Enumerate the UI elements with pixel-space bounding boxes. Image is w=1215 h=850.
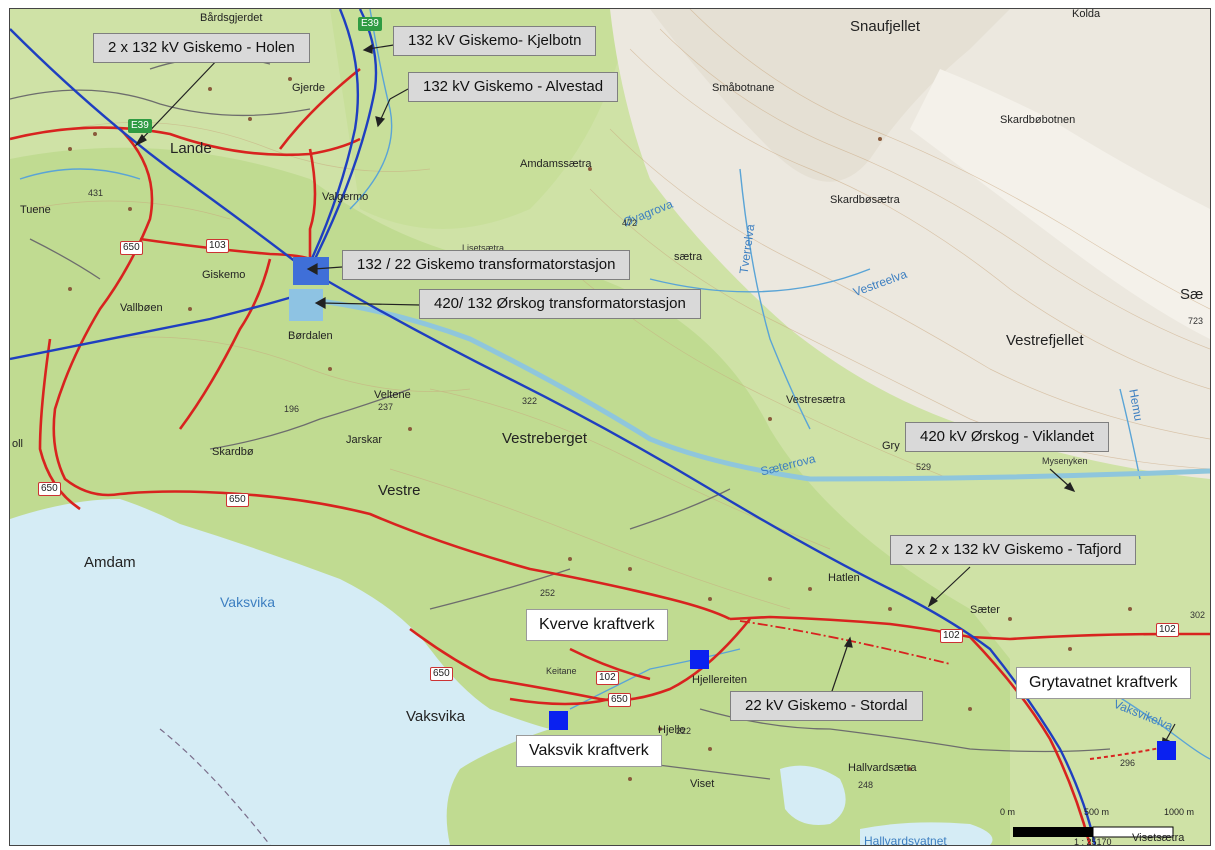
place-bardsgjerdet: Bårdsgjerdet (200, 12, 263, 24)
place-vestre: Vestre (378, 482, 421, 499)
label-orskog-transformer: 420/ 132 Ørskog transformatorstasjon (419, 289, 701, 319)
road-shield-102: 102 (596, 671, 619, 685)
place-gry-partial: Gry (882, 440, 900, 452)
place-hjelle: Hjelle (658, 724, 686, 736)
label-giskemo-tafjord: 2 x 2 x 132 kV Giskemo - Tafjord (890, 535, 1137, 565)
place-keitane: Keitane (546, 666, 577, 676)
place-saetra-partial: sætra (674, 251, 703, 263)
water-vaksvika: Vaksvika (220, 594, 275, 610)
label-kverve-kraftverk: Kverve kraftverk (526, 609, 668, 641)
place-mysenyken: Mysenyken (1042, 456, 1088, 466)
elevation-529: 529 (916, 462, 932, 472)
orskog-substation-marker (289, 289, 323, 321)
place-skardbo: Skardbø (212, 446, 254, 458)
place-gjerde: Gjerde (292, 82, 326, 94)
place-vestreberget: Vestreberget (502, 430, 588, 447)
label-giskemo-transformer: 132 / 22 Giskemo transformatorstasjon (342, 250, 631, 280)
place-giskemo: Giskemo (202, 269, 246, 281)
place-amdamssaetra: Amdamssætra (520, 158, 592, 170)
place-vallboen: Vallbøen (120, 302, 163, 314)
place-kolda: Kolda (1072, 8, 1101, 20)
label-giskemo-stordal: 22 kV Giskemo - Stordal (730, 691, 923, 721)
topographic-map[interactable]: Bårdsgjerdet Gjerde Lande Tuene Valgermo… (9, 8, 1211, 846)
place-visetsaetra: Visetsætra (1132, 832, 1185, 844)
label-orskog-viklandet: 420 kV Ørskog - Viklandet (905, 422, 1109, 452)
place-viset: Viset (690, 778, 715, 790)
elevation-248: 248 (858, 780, 874, 790)
road-shield-650: 650 (120, 241, 143, 255)
place-veltene: Veltene (374, 389, 411, 401)
scale-label-zero: 0 m (1000, 807, 1016, 817)
road-shield-102: 102 (940, 629, 963, 643)
place-skardbosaetra: Skardbøsætra (830, 194, 900, 206)
place-skardbobotnen: Skardbøbotnen (1000, 114, 1076, 126)
place-lisetsaetra: Lisetsætra (462, 243, 505, 253)
road-shield-102: 102 (1156, 623, 1179, 637)
place-vaksvika: Vaksvika (406, 708, 465, 725)
place-lande: Lande (170, 140, 212, 157)
scale-label-end: 1000 m (1164, 807, 1195, 817)
road-shield-e39: E39 (128, 119, 152, 133)
elevation-222: 222 (676, 726, 692, 736)
place-valgermo: Valgermo (322, 191, 369, 203)
place-amdam: Amdam (84, 554, 136, 571)
elevation-431: 431 (88, 188, 104, 198)
road-shield-e39: E39 (358, 17, 382, 31)
label-giskemo-kjelbotn: 132 kV Giskemo- Kjelbotn (393, 26, 597, 56)
label-giskemo-alvestad: 132 kV Giskemo - Alvestad (408, 72, 619, 102)
road-shield-103: 103 (206, 239, 229, 253)
place-hallvardsaetra: Hallvardsætra (848, 762, 917, 774)
water-hallvardsvatnet: Hallvardsvatnet (864, 834, 947, 846)
grytavatnet-plant-marker[interactable] (1157, 741, 1176, 760)
elevation-723: 723 (1188, 316, 1204, 326)
elevation-252: 252 (540, 588, 556, 598)
scale-ratio: 1 : 25170 (1074, 837, 1112, 846)
vaksvik-plant-marker[interactable] (549, 711, 568, 730)
road-shield-650: 650 (226, 493, 249, 507)
place-vestrefjellet: Vestrefjellet (1006, 332, 1084, 349)
place-bordalen: Børdalen (288, 330, 333, 342)
scale-label-mid: 500 m (1084, 807, 1110, 817)
place-vestresaetra: Vestresætra (786, 394, 846, 406)
place-sae-partial: Sæ (1180, 286, 1204, 303)
place-oll-partial: oll (12, 438, 24, 450)
place-hjellereiten: Hjellereiten (692, 674, 748, 686)
elevation-472: 472 (622, 218, 638, 228)
place-snaufjellet: Snaufjellet (850, 18, 921, 35)
label-vaksvik-kraftverk: Vaksvik kraftverk (516, 735, 662, 767)
place-hatlen: Hatlen (828, 572, 860, 584)
elevation-237: 237 (378, 402, 394, 412)
label-giskemo-holen: 2 x 132 kV Giskemo - Holen (93, 33, 310, 63)
place-smabotnane: Småbotnane (712, 82, 775, 94)
place-saeter: Sæter (970, 604, 1000, 616)
place-tuene: Tuene (20, 204, 51, 216)
place-jarskar: Jarskar (346, 434, 383, 446)
elevation-296: 296 (1120, 758, 1136, 768)
elevation-196: 196 (284, 404, 300, 414)
road-shield-650: 650 (430, 667, 453, 681)
road-shield-650: 650 (608, 693, 631, 707)
elevation-322: 322 (522, 396, 538, 406)
elevation-302: 302 (1190, 610, 1206, 620)
label-grytavatnet-kraftverk: Grytavatnet kraftverk (1016, 667, 1191, 699)
road-shield-650: 650 (38, 482, 61, 496)
kverve-plant-marker[interactable] (690, 650, 709, 669)
